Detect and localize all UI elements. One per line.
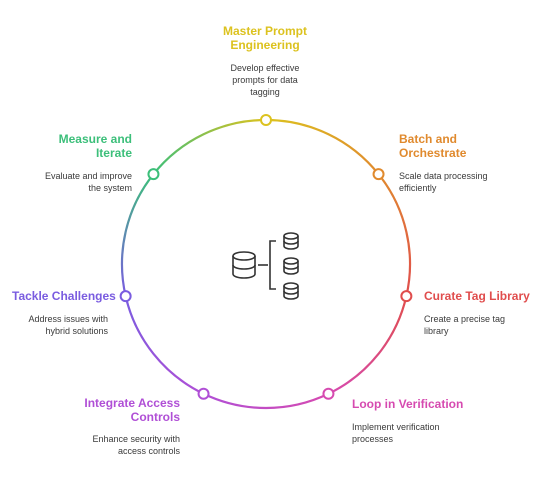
ring-arc [203, 392, 329, 410]
step-node [119, 290, 132, 303]
ring-arc [124, 295, 205, 395]
step-desc-curate: Create a precise tag library [424, 314, 506, 336]
step-node [260, 114, 272, 126]
ring-arc [152, 118, 267, 175]
step-title-batch: Batch and Orchestrate [399, 132, 467, 160]
step-title-curate: Curate Tag Library [424, 289, 530, 303]
step-desc-batch: Scale data processing efficiently [399, 171, 488, 193]
step-desc-measure: Evaluate and improve the system [44, 171, 132, 193]
step-node [372, 168, 385, 181]
database-fanout-icon [232, 232, 299, 300]
step-title-measure: Measure and Iterate [58, 132, 132, 160]
step-title-master-prompt: Master Prompt Engineering [222, 24, 308, 52]
step-desc-master-prompt: Develop effective prompts for data taggi… [230, 63, 300, 97]
step-node [400, 290, 413, 303]
ring-arc [327, 295, 408, 395]
ring-arcs [120, 118, 412, 410]
step-node [147, 168, 160, 181]
step-desc-loop: Implement verification processes [352, 422, 440, 444]
ring-nodes [119, 114, 413, 400]
step-desc-tackle: Address issues with hybrid solutions [28, 314, 108, 336]
ring-arc [265, 118, 380, 175]
step-title-loop: Loop in Verification [352, 397, 464, 411]
step-node [197, 387, 210, 400]
step-desc-integrate: Enhance security with access controls [92, 434, 180, 456]
step-title-integrate: Integrate Access Controls [84, 396, 180, 424]
ring-arc [377, 173, 412, 297]
step-node [322, 387, 335, 400]
step-title-tackle: Tackle Challenges [12, 289, 116, 303]
ring-arc [120, 173, 155, 297]
